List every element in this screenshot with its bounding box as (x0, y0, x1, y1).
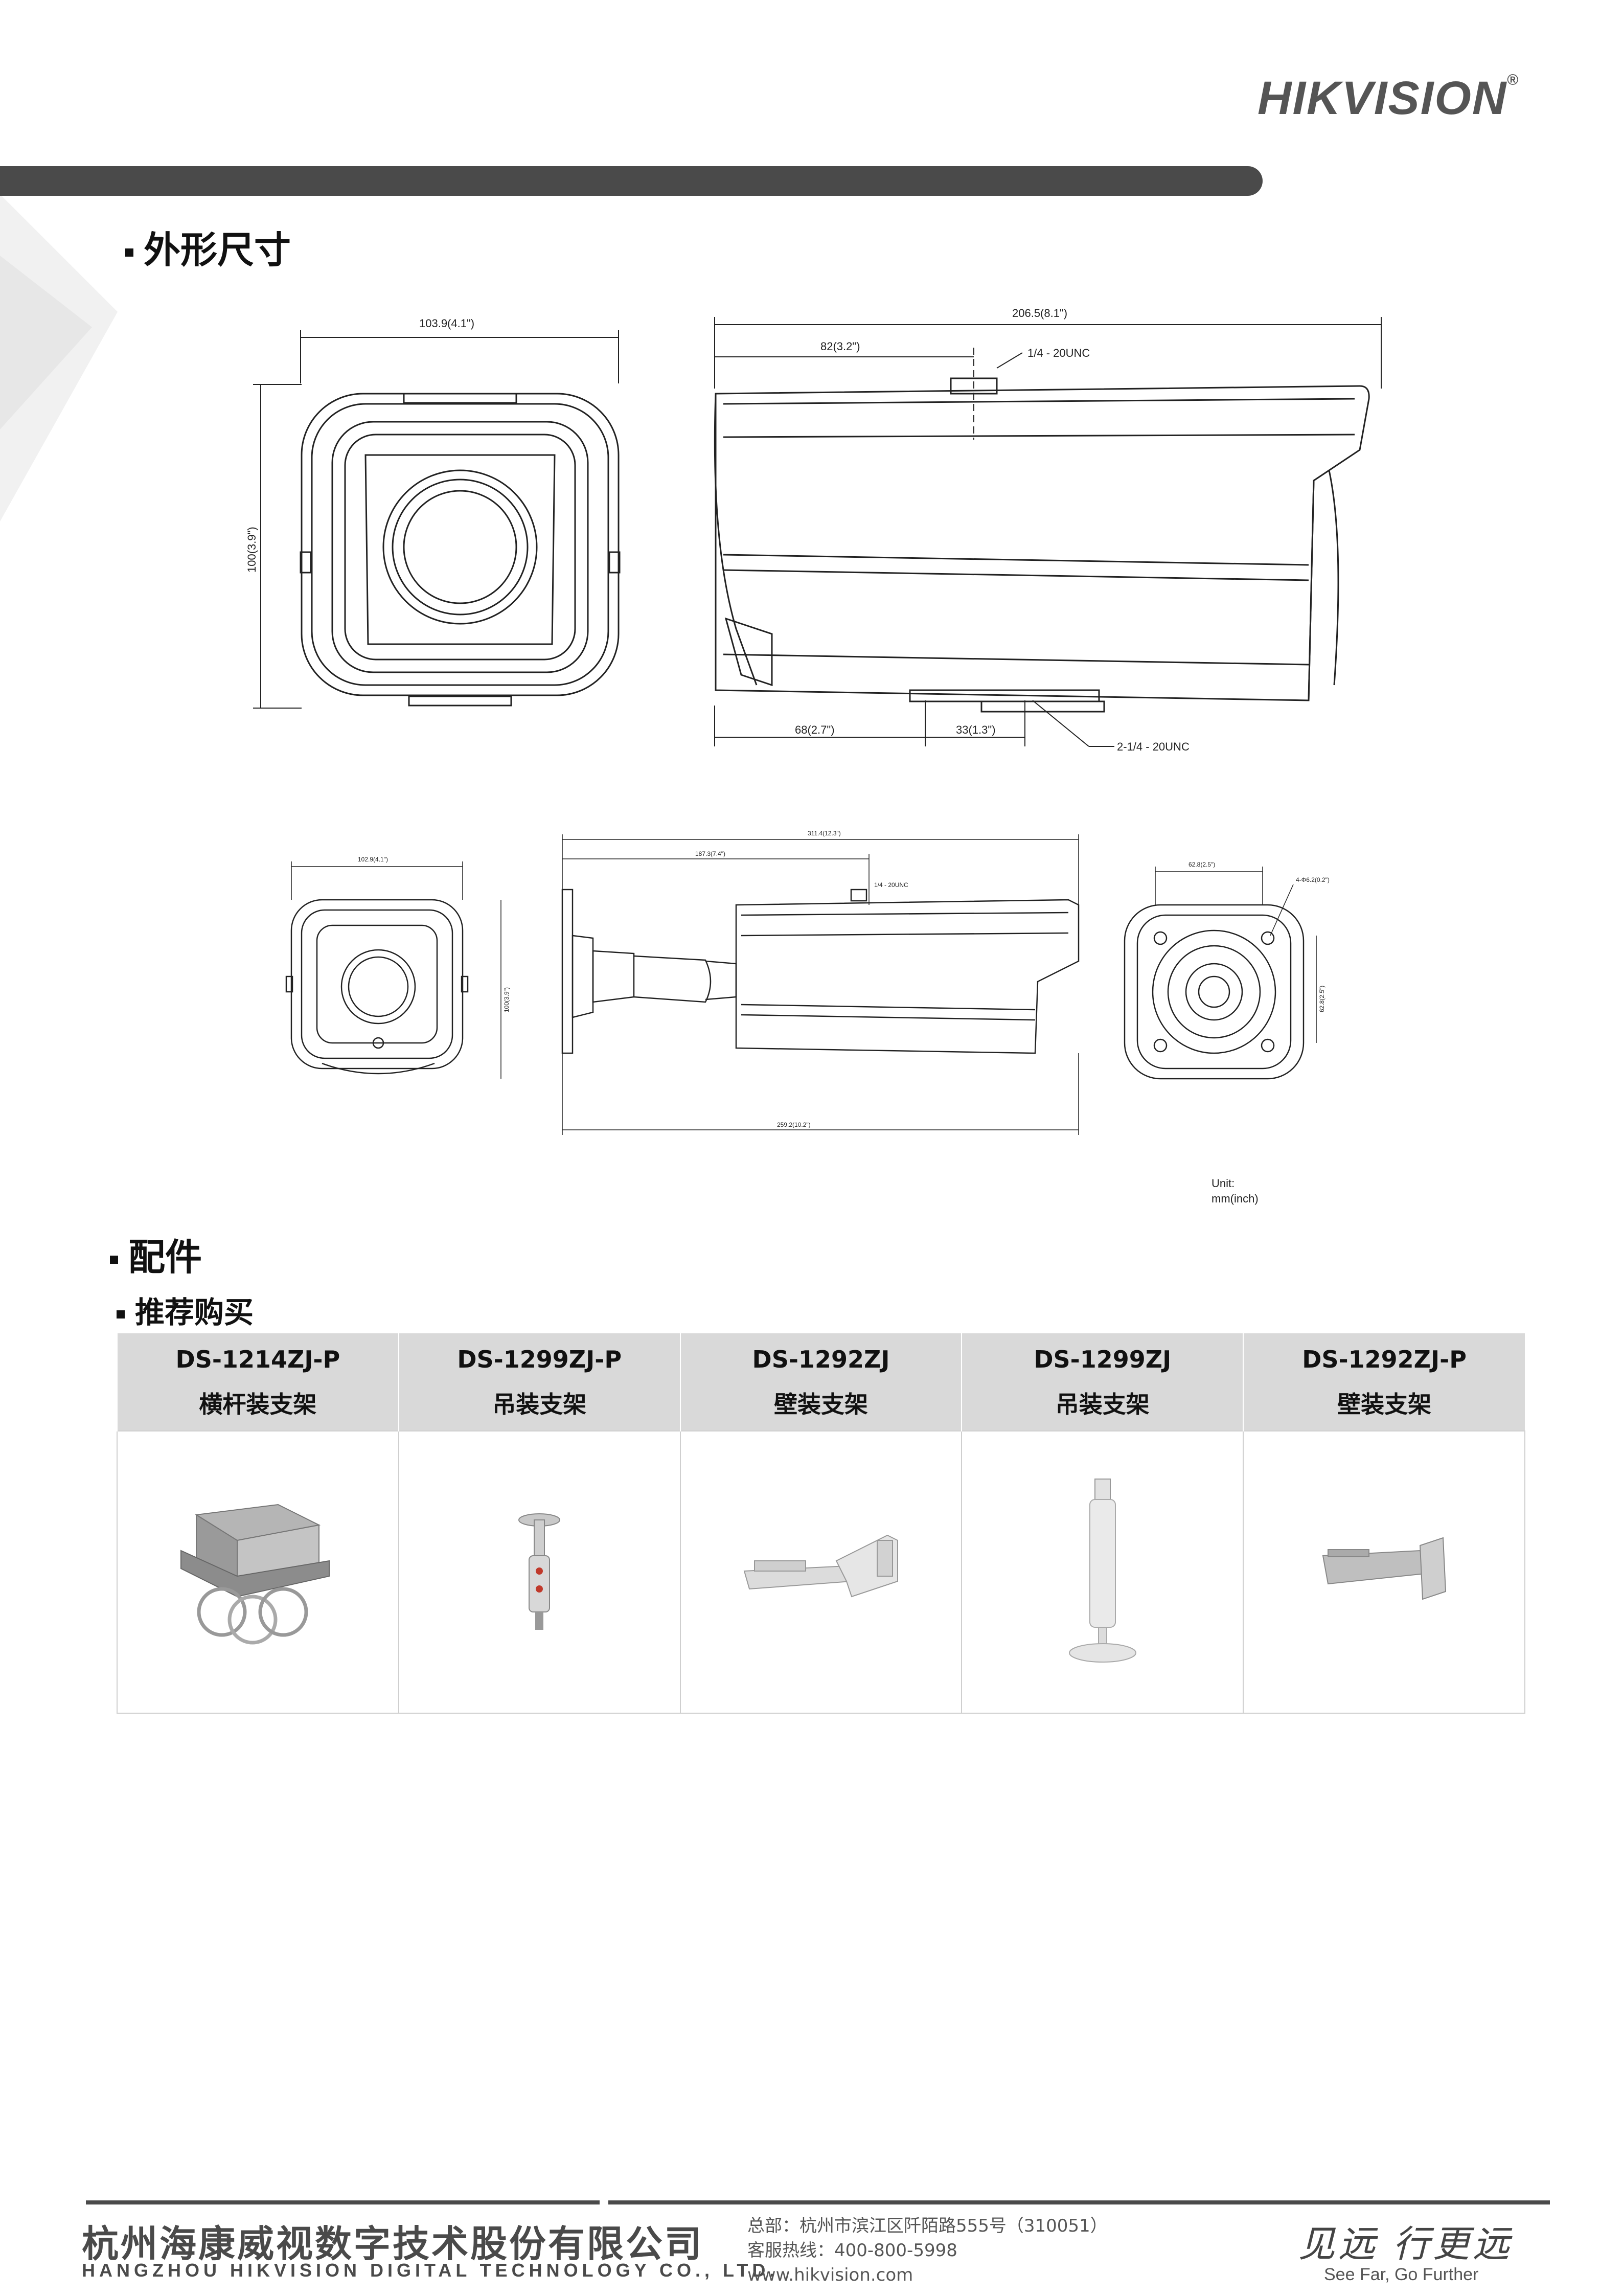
side-top-label: 82(3.2") (820, 340, 860, 353)
ceiling-pendant-bracket-icon (1068, 1479, 1136, 1663)
accessories-title: 配件 (110, 1227, 202, 1281)
front-width-label: 103.9(4.1") (419, 317, 474, 330)
bracket-base-holes-label: 4-Φ6.2(0.2") (1296, 876, 1330, 883)
unit-note: Unit: mm(inch) (1211, 1176, 1259, 1207)
bracket-side-total-label: 311.4(12.3") (808, 830, 841, 837)
accessory-image-cell-5 (1243, 1430, 1525, 1714)
unit-line2: mm(inch) (1211, 1192, 1259, 1205)
unit-line1: Unit: (1211, 1177, 1235, 1190)
company-contact: 总部：杭州市滨江区阡陌路555号（310051） 客服热线：400-800-59… (747, 2214, 1108, 2287)
bracket-front-height-label: 100(3.9") (503, 987, 510, 1012)
bracket-base-view: 62.8(2.5") 4-Φ6.2(0.2") 62.8(2.5") (1124, 861, 1330, 1080)
company-address: 总部：杭州市滨江区阡陌路555号（310051） (747, 2216, 1108, 2236)
dimensions-title: 外形尺寸 (125, 220, 291, 274)
bracket-front-width-label: 102.9(4.1") (358, 856, 388, 863)
accessory-model: DS-1214ZJ-P (175, 1346, 340, 1373)
company-name-cn: 杭州海康威视数字技术股份有限公司 (82, 2222, 704, 2265)
accessory-header-2: DS-1299ZJ-P 吊装支架 (398, 1333, 680, 1431)
hikvision-logo: HIKVISION® (1258, 72, 1520, 124)
accessory-name: 横杆装支架 (199, 1391, 317, 1418)
company-name-en: HANGZHOU HIKVISION DIGITAL TECHNOLOGY CO… (82, 2260, 779, 2281)
decorative-triangle (0, 194, 118, 521)
accessory-image-cell-4 (961, 1430, 1244, 1714)
accessory-image-cell-1 (117, 1430, 399, 1714)
accessories-image-row (117, 1430, 1525, 1714)
company-website[interactable]: www.hikvision.com (747, 2265, 913, 2285)
side-total-label: 206.5(8.1") (1012, 307, 1067, 320)
slogan-en: See Far, Go Further (1324, 2265, 1479, 2284)
slogan-cn: 见远 行更远 (1298, 2222, 1513, 2265)
footer-line-right (608, 2200, 1550, 2204)
accessory-model: DS-1292ZJ (752, 1346, 890, 1373)
wall-mount-bracket-icon (743, 1534, 898, 1598)
accessory-name: 吊装支架 (492, 1391, 587, 1418)
accessory-header-1: DS-1214ZJ-P 横杆装支架 (117, 1333, 399, 1431)
accessory-name: 吊装支架 (1055, 1391, 1150, 1418)
bracket-base-height-label: 62.8(2.5") (1318, 986, 1325, 1012)
bullet-icon (125, 248, 133, 257)
recommended-subtitle: 推荐购买 (117, 1288, 254, 1331)
bullet-icon (117, 1310, 125, 1319)
accessory-header-3: DS-1292ZJ 壁装支架 (679, 1333, 962, 1431)
bracket-side-view: 311.4(12.3") 187.3(7.4") 1/4 - 20UNC 259… (561, 830, 1080, 1135)
bullet-icon (110, 1256, 118, 1264)
side-bottom-left-label: 68(2.7") (795, 723, 835, 736)
accessory-image-cell-3 (679, 1430, 963, 1714)
accessory-model: DS-1299ZJ (1034, 1346, 1172, 1373)
footer-line-left (86, 2200, 600, 2204)
side-view-drawing: 206.5(8.1") 82(3.2") 1/4 - 20UNC 68(2.7"… (714, 307, 1382, 753)
front-height-label: 100(3.9") (245, 527, 258, 573)
accessory-name: 壁装支架 (1337, 1391, 1432, 1418)
front-view-drawing: 103.9(4.1") 100(3.9") (245, 317, 621, 709)
bracket-side-thread-label: 1/4 - 20UNC (874, 881, 908, 889)
accessories-table: DS-1214ZJ-P 横杆装支架 DS-1299ZJ-P 吊装支架 DS-1292… (117, 1333, 1525, 1714)
bracket-side-top-label: 187.3(7.4") (695, 850, 725, 857)
pendant-mount-bracket-icon (518, 1513, 561, 1630)
bracket-front-view: 102.9(4.1") 100(3.9") (285, 856, 510, 1079)
accessories-header-row: DS-1214ZJ-P 横杆装支架 DS-1299ZJ-P 吊装支架 DS-1292… (117, 1333, 1525, 1431)
accessory-model: DS-1292ZJ-P (1302, 1346, 1467, 1373)
accessory-header-4: DS-1299ZJ 吊装支架 (961, 1333, 1244, 1431)
company-hotline: 客服热线：400-800-5998 (747, 2240, 957, 2261)
accessory-name: 壁装支架 (773, 1391, 868, 1418)
header-bar (0, 166, 1263, 196)
pole-mount-bracket-icon (180, 1504, 330, 1645)
bracket-base-width-label: 62.8(2.5") (1188, 861, 1215, 868)
accessory-header-5: DS-1292ZJ-P 壁装支架 (1243, 1333, 1525, 1431)
wall-mount-bracket-icon (1322, 1537, 1446, 1600)
side-thread-bottom-label: 2-1/4 - 20UNC (1117, 740, 1190, 753)
accessory-image-cell-2 (398, 1430, 681, 1714)
bracket-side-bottom-label: 259.2(10.2") (777, 1121, 811, 1128)
accessory-model: DS-1299ZJ-P (457, 1346, 622, 1373)
side-thread-top-label: 1/4 - 20UNC (1027, 347, 1090, 359)
side-bottom-right-label: 33(1.3") (956, 723, 996, 736)
